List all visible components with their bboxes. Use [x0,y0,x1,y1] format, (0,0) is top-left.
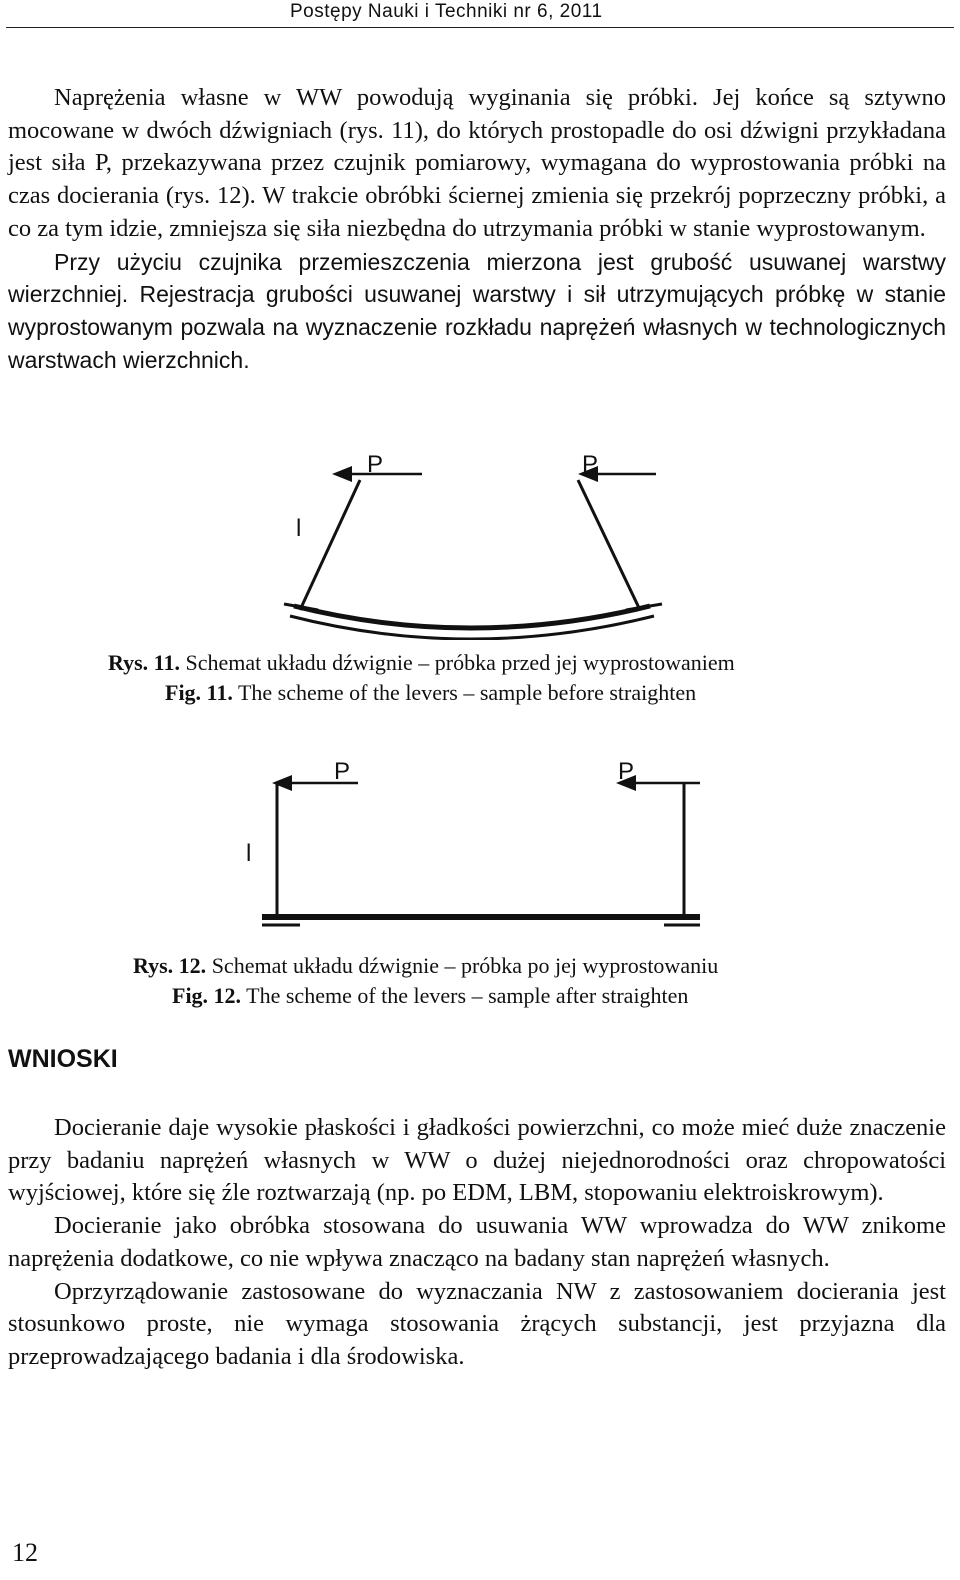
force-label-left: P [367,451,383,478]
body-text-bottom: Docieranie daje wysokie płaskości i gład… [8,1112,946,1374]
lever-label: l [296,515,301,542]
right-arrow-head-icon [616,775,636,791]
header-rule [6,27,954,28]
left-lever [298,479,362,611]
force-label-left: P [334,758,350,785]
force-label-right: P [618,758,634,785]
page-number: 12 [12,1538,38,1567]
figure-12-caption-en: Fig. 12. The scheme of the levers – samp… [172,981,688,1011]
running-header: Postępy Nauki i Techniki nr 6, 2011 [290,1,603,22]
paragraph-2: Przy użyciu czujnika przemieszczenia mie… [8,248,946,373]
body-text-top: Naprężenia własne w WW powodują wyginani… [8,82,946,376]
curved-sample-lower [289,614,655,640]
lever-label: l [246,840,251,867]
caption-label: Rys. 12. [133,953,207,978]
section-heading: WNIOSKI [8,1045,118,1073]
paragraph-1: Naprężenia własne w WW powodują wyginani… [8,84,946,242]
right-arrow-head-icon [578,466,598,482]
figure-12-diagram: P P l [246,758,700,927]
curved-sample [293,603,651,631]
right-clamp [625,602,663,612]
paragraph-3: Docieranie daje wysokie płaskości i gład… [8,1114,946,1207]
caption-text: The scheme of the levers – sample after … [241,983,689,1008]
left-arrow-head-icon [272,775,292,791]
figure-11-diagram: P P l [283,451,663,640]
caption-text: Schemat układu dźwignie – próbka przed j… [179,650,735,675]
right-lever [576,479,642,611]
left-clamp [283,602,319,612]
left-arrow-head-icon [332,466,352,482]
caption-text: Schemat układu dźwignie – próbka po jej … [206,953,719,978]
paragraph-5: Oprzyrządowanie zastosowane do wyznaczan… [8,1277,946,1370]
caption-label: Rys. 11. [108,650,180,675]
caption-label: Fig. 11. [165,680,233,705]
figure-12-caption-pl: Rys. 12. Schemat układu dźwignie – próbk… [133,951,718,981]
paragraph-4: Docieranie jako obróbka stosowana do usu… [8,1212,946,1272]
force-label-right: P [582,451,598,478]
caption-text: The scheme of the levers – sample before… [232,680,697,705]
figure-11-caption-en: Fig. 11. The scheme of the levers – samp… [165,678,696,708]
figure-11-caption-pl: Rys. 11. Schemat układu dźwignie – próbk… [108,648,735,678]
caption-label: Fig. 12. [172,983,242,1008]
